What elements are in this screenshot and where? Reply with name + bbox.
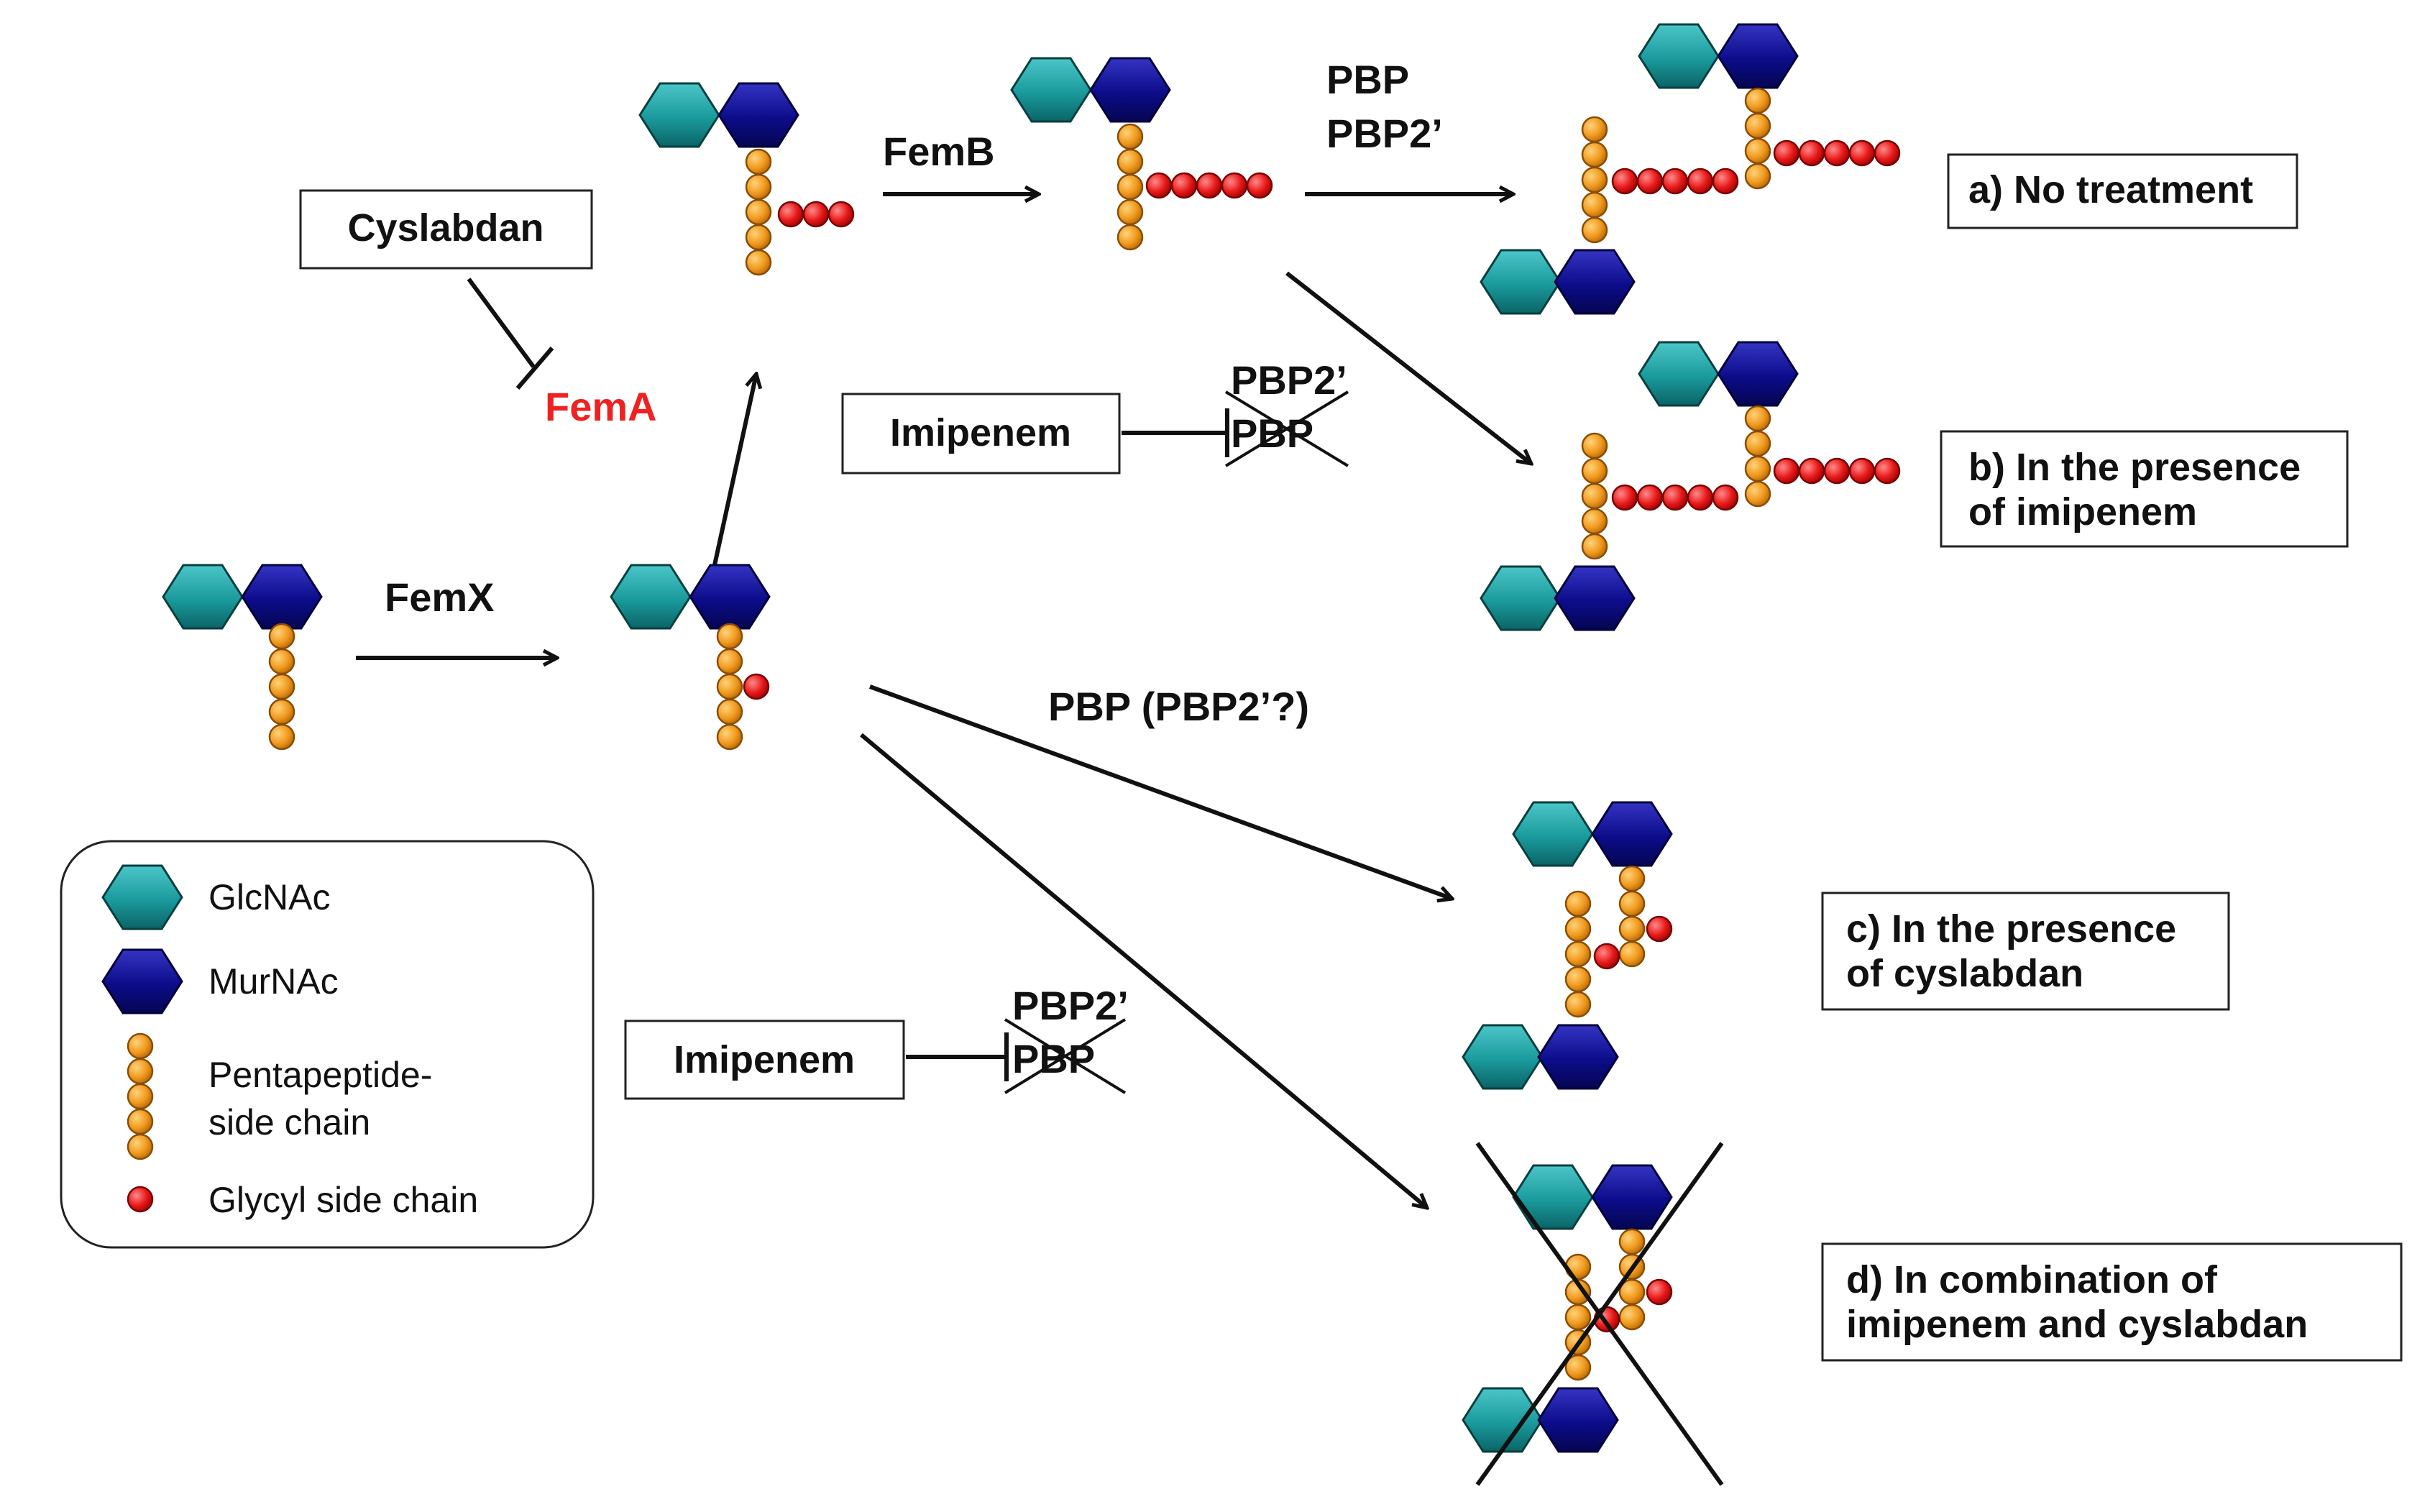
outcome-b-line2: of imipenem	[1968, 490, 2197, 533]
legend-glcnac: GlcNAc	[208, 877, 330, 917]
molecule-fema	[638, 82, 855, 276]
glcnac-unit	[1462, 1024, 1544, 1090]
outcome-b-box	[1940, 430, 2349, 548]
outcome-d-line1: d) In combination of	[1846, 1258, 2218, 1301]
blocked-top-line2: PBP	[1231, 411, 1313, 456]
murnac-unit	[1717, 23, 1799, 89]
molecule-start	[162, 564, 323, 751]
legend-glycyl: Glycyl side chain	[208, 1180, 478, 1220]
imipenem-bottom-label: Imipenem	[674, 1038, 855, 1081]
molecule-outcome-d	[1462, 1142, 1724, 1486]
glcnac-unit	[610, 564, 692, 630]
murnac-unit	[241, 564, 323, 630]
murnac-unit	[1591, 801, 1673, 867]
molecule-outcome-c	[1462, 801, 1673, 1090]
blocked-pbp-bottom: PBP2’ PBP	[1004, 983, 1129, 1094]
outcome-c-line2: of cyslabdan	[1846, 952, 2083, 995]
legend: GlcNAc MurNAc Pentapeptide- side chain G…	[60, 840, 595, 1249]
glcnac-unit	[1512, 801, 1594, 867]
pbp-label: PBP	[1326, 57, 1409, 102]
molecule-femx	[610, 564, 771, 751]
blocked-pbp-top: PBP2’ PBP	[1224, 357, 1349, 467]
glcnac-unit	[1480, 565, 1562, 631]
molecule-outcome-b	[1480, 341, 1901, 631]
murnac-unit	[1089, 57, 1171, 123]
arrow-fema	[711, 374, 756, 572]
outcome-boxes: a) No treatment b) In the presence of im…	[1821, 153, 2403, 1362]
glcnac-unit	[638, 82, 720, 148]
glcnac-unit	[1638, 341, 1720, 407]
inhibitor-boxes: Cyslabdan Imipenem Imipenem	[299, 189, 1121, 1100]
arrow-to-cyslabdan-outcome	[868, 684, 1452, 899]
legend-murnac: MurNAc	[208, 961, 339, 1002]
murnac-unit	[1591, 1164, 1673, 1230]
femx-label: FemX	[385, 574, 495, 620]
outcome-d-line2: imipenem and cyslabdan	[1846, 1303, 2308, 1346]
legend-box	[60, 840, 595, 1249]
outcome-c-box	[1821, 892, 2230, 1011]
femb-label: FemB	[883, 129, 995, 174]
imipenem-top-box	[841, 393, 1121, 475]
arrows	[356, 194, 1531, 1208]
pentapeptide-icon	[127, 1032, 154, 1160]
cyslabdan-label: Cyslabdan	[347, 206, 544, 249]
blocked-bottom-line2: PBP	[1012, 1036, 1095, 1081]
cross-mark-top-b	[1224, 390, 1349, 467]
outcome-d-box	[1821, 1242, 2403, 1362]
inhibition-lines	[467, 278, 1229, 1081]
murnac-unit	[1717, 341, 1799, 407]
murnac-unit	[1537, 1024, 1619, 1090]
cross-mark-bottom-b	[1004, 1018, 1127, 1094]
glcnac-unit	[1638, 23, 1720, 89]
murnac-unit	[717, 82, 799, 148]
glycyl-icon	[127, 1186, 154, 1213]
pbp-question-label: PBP (PBP2’?)	[1048, 684, 1309, 729]
glcnac-unit	[1512, 1164, 1594, 1230]
arrow-to-imipenem-outcome	[1285, 271, 1531, 464]
glcnac-unit	[1462, 1387, 1544, 1453]
outcome-b-line1: b) In the presence	[1968, 446, 2301, 489]
blocked-top-line1: PBP2’	[1231, 357, 1347, 403]
outcome-a-label: a) No treatment	[1968, 168, 2253, 211]
arrow-to-combination-outcome	[860, 733, 1427, 1208]
imipenem-top-label: Imipenem	[890, 411, 1071, 454]
murnac-unit	[1554, 565, 1636, 631]
legend-pentapeptide-line1: Pentapeptide-	[208, 1055, 432, 1095]
cross-out-line-b	[1475, 1142, 1724, 1486]
molecule-outcome-a	[1480, 23, 1901, 315]
enzyme-labels: FemX FemA FemB PBP PBP2’ PBP (PBP2’?)	[385, 57, 1443, 729]
outcome-a-box	[1947, 153, 2298, 229]
molecule-femb	[1010, 57, 1273, 251]
blocked-bottom-line1: PBP2’	[1012, 983, 1129, 1028]
inhibit-fema-line	[467, 278, 536, 368]
inhibit-fema-bar	[515, 347, 554, 390]
murnac-unit	[1554, 249, 1636, 315]
glcnac-unit	[1010, 57, 1092, 123]
glcnac-unit	[1480, 249, 1562, 315]
murnac-unit	[689, 564, 771, 630]
legend-pentapeptide-line2: side chain	[208, 1102, 370, 1142]
cyslabdan-box	[299, 189, 593, 270]
pbp2-label: PBP2’	[1326, 111, 1443, 156]
glcnac-unit	[162, 564, 244, 630]
murnac-unit	[1537, 1387, 1619, 1453]
outcome-c-line1: c) In the presence	[1846, 907, 2176, 950]
fema-label: FemA	[545, 384, 657, 429]
imipenem-bottom-box	[624, 1020, 905, 1100]
